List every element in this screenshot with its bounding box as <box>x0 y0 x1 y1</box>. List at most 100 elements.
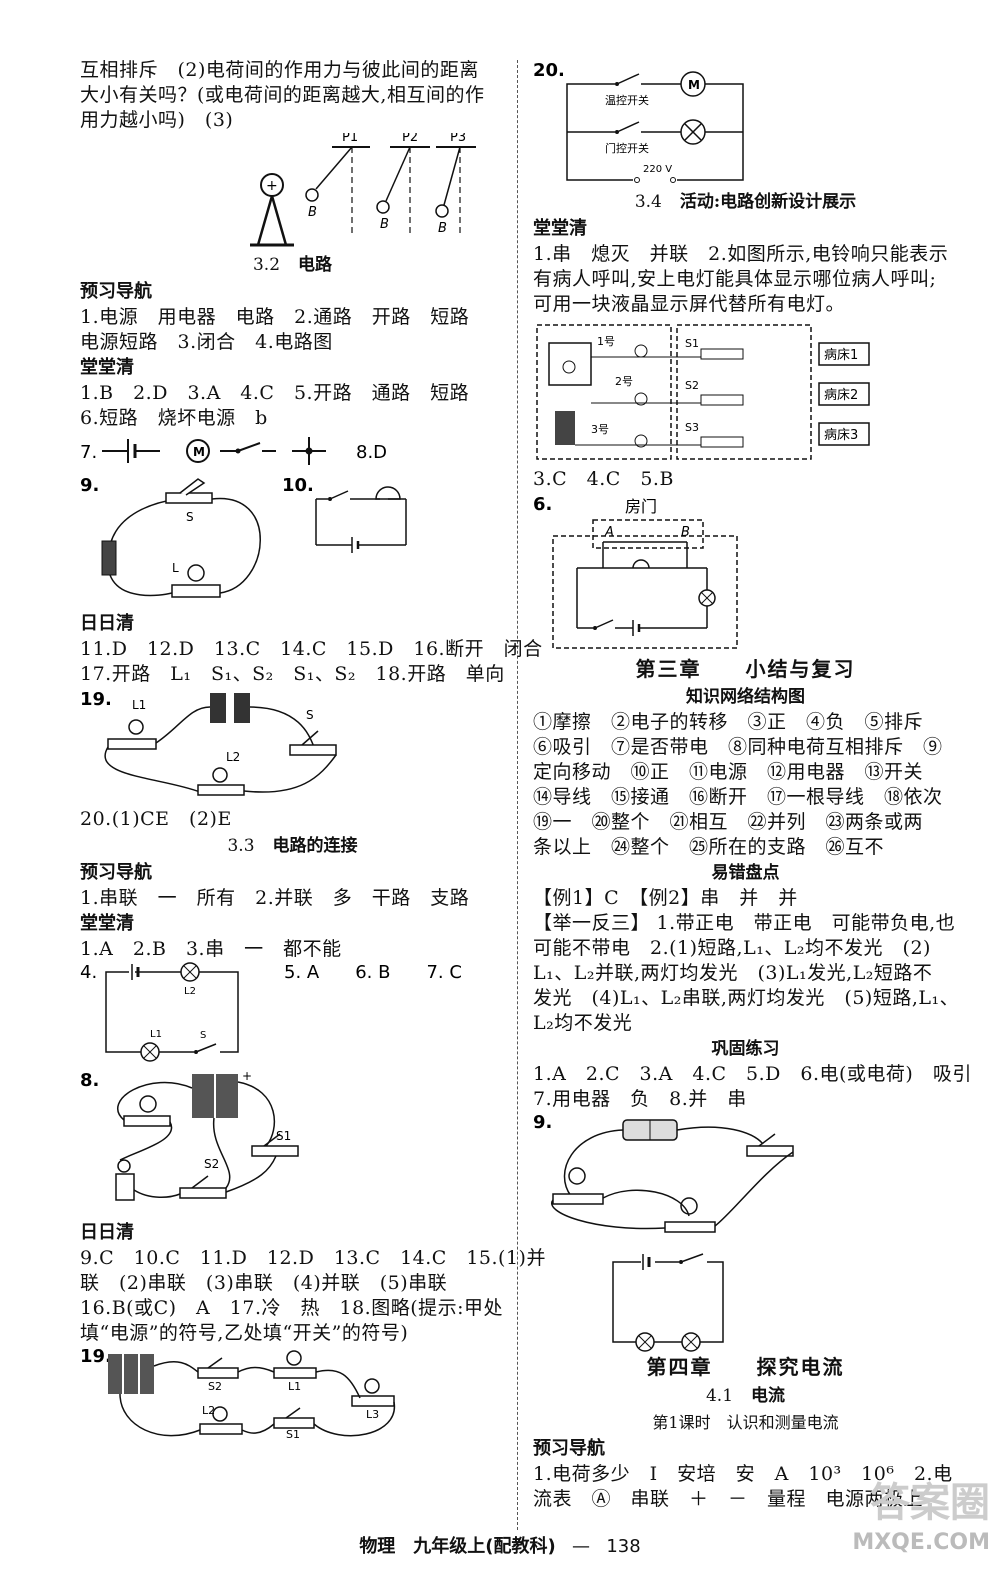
svg-text:L1: L1 <box>150 1029 162 1040</box>
answer-line: 17.开路 L₁ S₁、S₂ S₁、S₂ 18.开路 单向 <box>80 663 505 685</box>
heading-riri: 日日清 <box>80 1222 134 1243</box>
q5-7-answers: 5. A 6. B 7. C <box>284 962 462 983</box>
watermark-url: MXQE.COM <box>852 1530 990 1555</box>
svg-text:S1: S1 <box>685 337 699 350</box>
answer-line: 3.C 4.C 5.B <box>533 468 674 490</box>
svg-text:19.: 19. <box>80 1346 112 1367</box>
answer-line: 可能不带电 2.(1)短路,L₁、L₂均不发光 (2) <box>533 937 931 959</box>
answer-line: 1.B 2.D 3.A 4.C 5.开路 通路 短路 <box>80 382 470 404</box>
svg-text:10.: 10. <box>282 475 314 496</box>
answer-line: 7.用电器 负 8.并 串 <box>533 1088 747 1110</box>
circuit-drawing: 8. + S1 S2 <box>80 1070 299 1201</box>
answer-line: 发光 (4)L₁、L₂串联,两灯均发光 (5)短路,L₁、 <box>533 987 960 1009</box>
circuit-drawing: 19. S2 L1 L2 S1 L3 <box>80 1346 395 1441</box>
svg-text:L2: L2 <box>184 986 196 997</box>
charge-diagram: + P1 B P2 B P3 B <box>250 133 476 247</box>
q7-row: 7. M 8.D <box>80 431 505 471</box>
answer-line: 条以上 ㉔整个 ㉕所在的支路 ㉖互不 <box>533 836 885 858</box>
p2-label: P2 <box>402 133 418 145</box>
answer-line: 填“电源”的符号,乙处填“开关”的符号) <box>80 1322 409 1344</box>
chapter-title: 第三章 小结与复习 <box>635 657 856 681</box>
svg-text:S: S <box>306 708 314 722</box>
answer-line: ⑭导线 ⑮接通 ⑯断开 ⑰一根导线 ⑱依次 <box>533 786 943 808</box>
answer-line: 流表 Ⓐ 串联 ＋ － 量程 电源两极上 <box>533 1488 924 1510</box>
answer-line: 6.短路 烧坏电源 b <box>80 407 268 429</box>
answer-line: 9.C 10.C 11.D 12.D 13.C 14.C 15.(1)并 <box>80 1247 546 1269</box>
q19b-figure: 19. S2 L1 L2 S1 L3 <box>80 1346 505 1456</box>
circuit-symbols: 7. M 8.D <box>80 437 387 465</box>
svg-text:L2: L2 <box>226 750 240 764</box>
circuit-drawing: 9. S L 10. <box>80 475 407 598</box>
svg-text:M: M <box>193 445 205 459</box>
heading-riri: 日日清 <box>80 613 134 634</box>
svg-text:S: S <box>200 1030 206 1041</box>
svg-text:8.: 8. <box>80 1070 99 1091</box>
answer-line: 【例1】C 【例2】串 并 并 <box>533 887 798 909</box>
svg-text:S1: S1 <box>276 1129 291 1143</box>
svg-text:A: A <box>604 525 614 540</box>
intro-line: 用力越小吗) (3) <box>80 109 234 131</box>
heading-yuxi: 预习导航 <box>80 281 152 302</box>
answer-line: ①摩擦 ②电子的转移 ③正 ④负 ⑤排斥 <box>533 711 924 733</box>
svg-text:7.: 7. <box>80 442 97 463</box>
answer-line: 有病人呼叫,安上电灯能具体显示哪位病人呼叫; <box>533 268 937 290</box>
q9-figure: 9. <box>533 1112 958 1352</box>
hospital-call-figure: 1号 2号 3号 S1 S2 S3 病床1 病床2 病床3 <box>533 317 958 467</box>
svg-text:S3: S3 <box>685 421 699 434</box>
answer-line: 1.A 2.C 3.A 4.C 5.D 6.电(或电荷) 吸引 <box>533 1063 972 1085</box>
answer-line: ⑲一 ⑳整个 ㉑相互 ㉒并列 ㉓两条或两 <box>533 811 924 833</box>
answer-line: 定向移动 ⑩正 ⑪电源 ⑫用电器 ⑬开关 <box>533 761 924 783</box>
circuit-drawing: 9. <box>533 1112 794 1352</box>
page-number: 138 <box>606 1536 641 1557</box>
svg-text:9.: 9. <box>533 1112 552 1133</box>
answer-line: L₁、L₂并联,两灯均发光 (3)L₁发光,L₂短路不 <box>533 962 933 984</box>
circuit-diagram: 20. 温控开关 M 门控开关 220 V <box>533 60 744 186</box>
svg-text:4.: 4. <box>80 962 97 983</box>
heading-tangtang: 堂堂清 <box>80 913 134 934</box>
circuit-diagram: 4. L2 L1 S 5. A 6. B 7. C <box>80 962 462 1062</box>
heading-yuxi: 预习导航 <box>533 1438 605 1459</box>
svg-text:S1: S1 <box>286 1428 300 1441</box>
svg-text:L3: L3 <box>366 1408 379 1421</box>
svg-text:B: B <box>438 221 447 236</box>
svg-text:3号: 3号 <box>591 423 609 436</box>
circuit-drawing: 1号 2号 3号 S1 S2 S3 病床1 病床2 病床3 <box>536 324 870 460</box>
svg-text:220 V: 220 V <box>643 164 672 175</box>
bed-label: 病床1 <box>824 348 858 363</box>
q20-figure: 20. 温控开关 M 门控开关 220 V <box>533 58 958 188</box>
answer-line: 联 (2)串联 (3)串联 (4)并联 (5)串联 <box>80 1272 448 1294</box>
charge-figure: + P1 B P2 B P3 B <box>80 133 505 251</box>
answer-line: 电源短路 3.闭合 4.电路图 <box>80 331 333 353</box>
lesson-title: 第1课时 认识和测量电流 <box>652 1413 839 1432</box>
q19-figure: 19. L1 L2 S <box>80 687 505 807</box>
svg-text:温控开关: 温控开关 <box>605 93 649 107</box>
svg-text:门控开关: 门控开关 <box>605 141 649 155</box>
footer-dash: — <box>572 1536 591 1557</box>
q6-figure: 6. 房门 A B <box>533 492 958 654</box>
svg-text:S2: S2 <box>685 379 699 392</box>
q4-figure: 4. L2 L1 S 5. A 6. B 7. C <box>80 962 505 1070</box>
svg-text:19.: 19. <box>80 689 112 710</box>
footer-subject: 物理 九年级上(配教科) <box>359 1536 556 1557</box>
svg-text:M: M <box>688 78 700 92</box>
svg-text:S2: S2 <box>208 1380 222 1393</box>
p1-label: P1 <box>342 133 358 145</box>
svg-text:1号: 1号 <box>597 335 615 348</box>
answer-line: 1.A 2.B 3.串 一 都不能 <box>80 938 342 960</box>
svg-text:L2: L2 <box>202 1404 215 1417</box>
answer-line: 16.B(或C) A 17.冷 热 18.图略(提示:甲处 <box>80 1297 504 1319</box>
svg-text:S2: S2 <box>204 1157 219 1171</box>
svg-text:+: + <box>242 1070 252 1083</box>
svg-text:6.: 6. <box>533 494 552 515</box>
answer-line: 1.电荷多少 I 安培 安 A 10³ 10⁶ 2.电 <box>533 1463 953 1485</box>
svg-text:9.: 9. <box>80 475 99 496</box>
svg-text:+: + <box>266 178 278 194</box>
answer-line: 1.串 熄灭 并联 2.如图所示,电铃响只能表示 <box>533 243 949 265</box>
svg-text:B: B <box>308 205 317 220</box>
svg-text:L: L <box>172 561 179 575</box>
